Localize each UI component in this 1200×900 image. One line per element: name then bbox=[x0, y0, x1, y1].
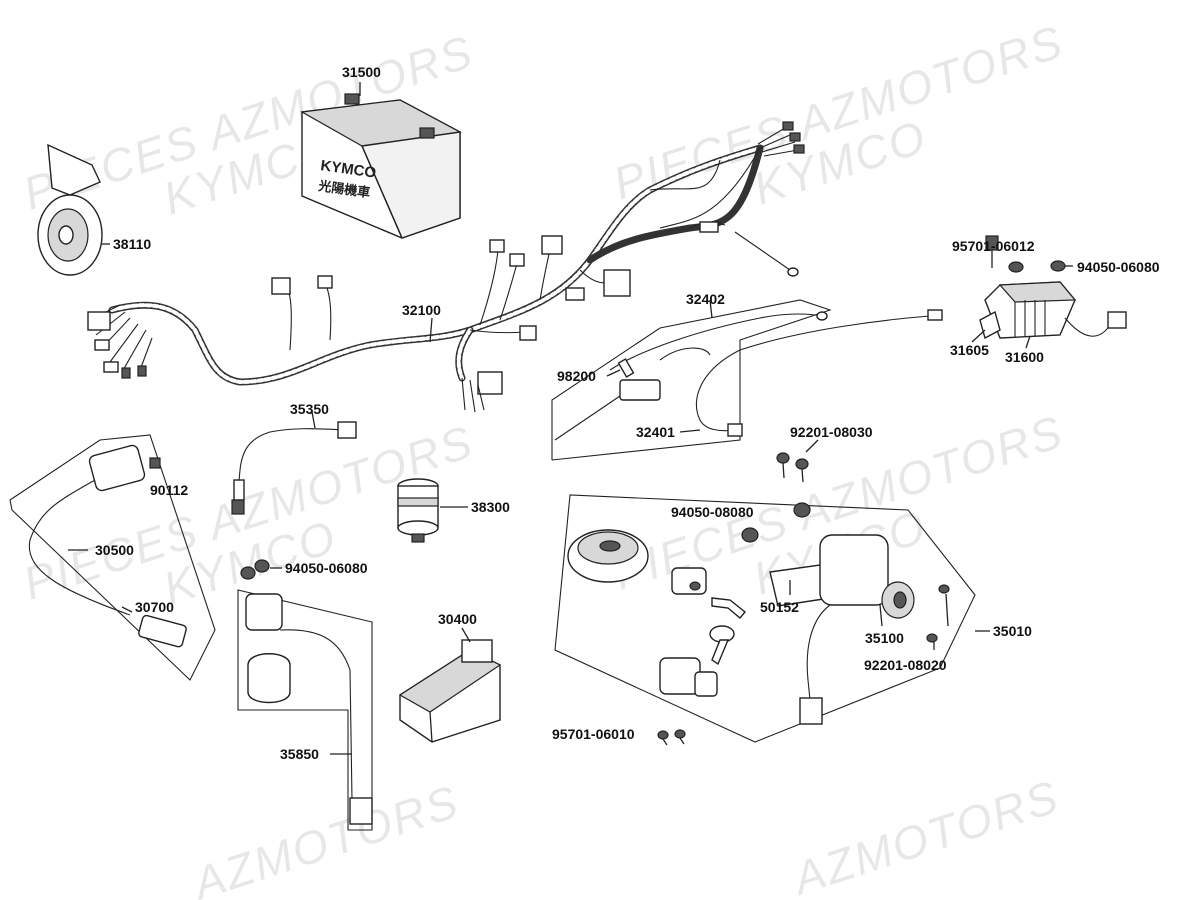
part-label-32100: 32100 bbox=[402, 302, 441, 318]
battery-cjk-text: 光陽機車 bbox=[317, 178, 372, 200]
part-label-31605: 31605 bbox=[950, 342, 989, 358]
bolt-pair-part bbox=[776, 439, 819, 483]
part-label-30500: 30500 bbox=[95, 542, 134, 558]
part-label-35350: 35350 bbox=[290, 401, 329, 417]
watermark-layer: PIECES AZMOTORS KYMCO PIECES AZMOTORS KY… bbox=[17, 15, 1070, 900]
starter-relay-group bbox=[237, 559, 373, 831]
part-label-31500: 31500 bbox=[342, 64, 381, 80]
part-label-31600: 31600 bbox=[1005, 349, 1044, 365]
sensor-part bbox=[231, 411, 357, 515]
regulator-part bbox=[971, 235, 1127, 349]
sub-harness-group bbox=[551, 299, 943, 461]
part-label-98200: 98200 bbox=[557, 368, 596, 384]
relay-part bbox=[397, 478, 468, 543]
part-label-92201-08020: 92201-08020 bbox=[864, 657, 947, 673]
wire-harness-part bbox=[87, 121, 805, 413]
part-label-94050-08080: 94050-08080 bbox=[671, 504, 754, 520]
part-label-35850: 35850 bbox=[280, 746, 319, 762]
part-label-95701-06010: 95701-06010 bbox=[552, 726, 635, 742]
screw-pair-part bbox=[657, 729, 686, 746]
watermark-text: AZMOTORS bbox=[184, 775, 465, 900]
ignition-switch-group bbox=[554, 494, 990, 743]
ignition-coil-part bbox=[9, 434, 216, 681]
part-label-94050-06080-top: 94050-06080 bbox=[1077, 259, 1160, 275]
horn-part bbox=[37, 143, 110, 276]
part-label-38300: 38300 bbox=[471, 499, 510, 515]
part-label-35100: 35100 bbox=[865, 630, 904, 646]
cdi-unit-part bbox=[398, 627, 502, 743]
watermark-text: AZMOTORS bbox=[784, 770, 1065, 900]
part-label-95701-06012: 95701-06012 bbox=[952, 238, 1035, 254]
part-label-38110: 38110 bbox=[113, 236, 151, 252]
part-label-35010: 35010 bbox=[993, 623, 1032, 639]
part-label-92201-08030: 92201-08030 bbox=[790, 424, 873, 440]
part-label-90112: 90112 bbox=[150, 482, 188, 498]
part-label-30700: 30700 bbox=[135, 599, 174, 615]
part-label-32402: 32402 bbox=[686, 291, 725, 307]
part-label-50152: 50152 bbox=[760, 599, 799, 615]
part-label-30400: 30400 bbox=[438, 611, 477, 627]
battery-part: KYMCO 光陽機車 bbox=[300, 82, 462, 239]
part-label-32401: 32401 bbox=[636, 424, 675, 440]
part-label-94050-06080-mid: 94050-06080 bbox=[285, 560, 368, 576]
